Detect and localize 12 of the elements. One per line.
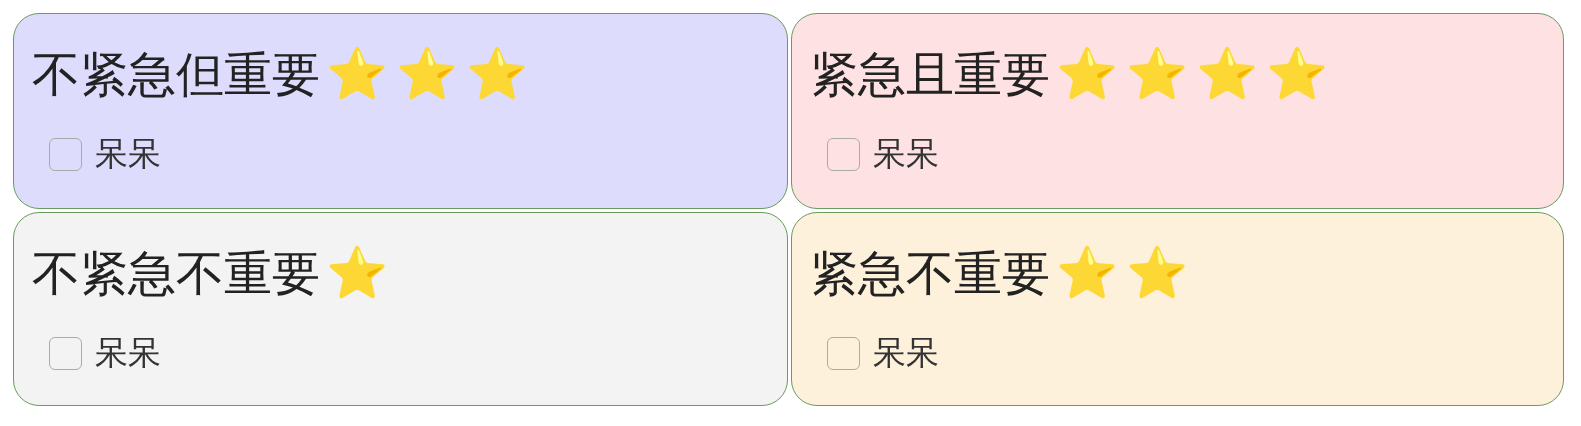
task-label: 呆呆 bbox=[95, 134, 161, 174]
quadrant-title: 紧急且重要⭐⭐⭐⭐ bbox=[810, 46, 1336, 102]
task-label: 呆呆 bbox=[873, 134, 939, 174]
quadrant-card bbox=[13, 212, 788, 406]
quadrant-title: 不紧急但重要⭐⭐⭐ bbox=[32, 46, 536, 102]
task-label: 呆呆 bbox=[95, 333, 161, 373]
quadrant-card bbox=[791, 212, 1564, 406]
quadrant-title: 不紧急不重要⭐ bbox=[32, 245, 396, 301]
quadrant-title: 紧急不重要⭐⭐ bbox=[810, 245, 1196, 301]
quadrant-card bbox=[791, 13, 1564, 209]
task-label: 呆呆 bbox=[873, 333, 939, 373]
quadrant-card bbox=[13, 13, 788, 209]
